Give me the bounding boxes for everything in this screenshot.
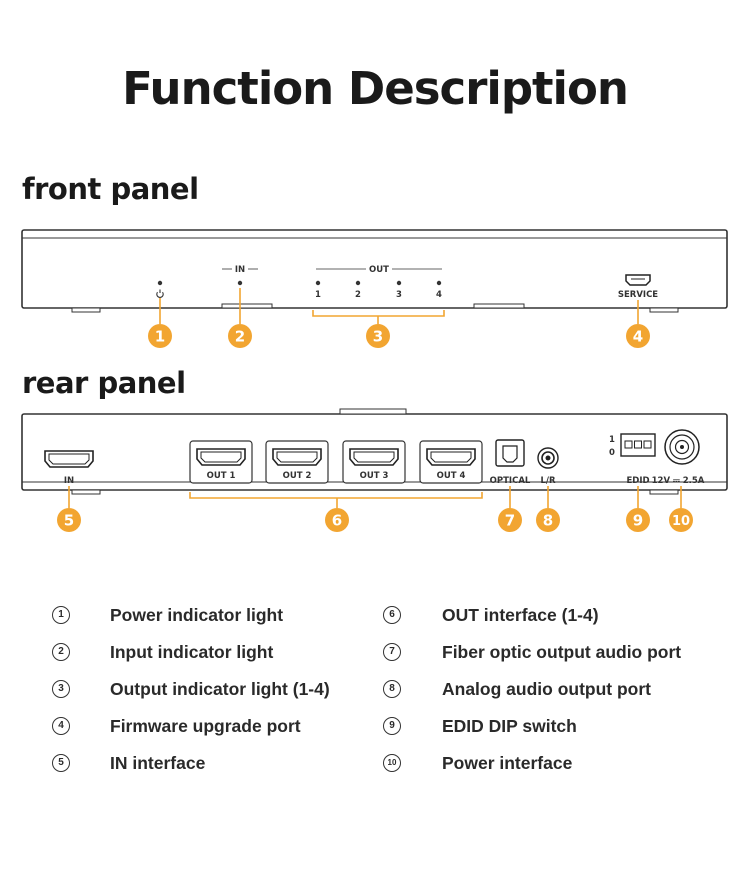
hdmi-out3-port <box>349 448 399 466</box>
rear-out3-label: OUT 3 <box>360 471 389 481</box>
legend-text: OUT interface (1-4) <box>442 604 599 625</box>
legend-text: Fiber optic output audio port <box>442 641 682 662</box>
front-panel: IN OUT 1 2 3 4 SERVICE <box>21 229 728 324</box>
svg-text:2: 2 <box>235 328 245 346</box>
legend-number: 10 <box>383 754 401 772</box>
svg-text:1: 1 <box>155 328 165 346</box>
power-label: 12V ⎓ 2.5A <box>652 476 705 486</box>
legend-item: 6 OUT interface (1-4) <box>383 605 599 625</box>
legend-text: Power interface <box>442 752 573 773</box>
lr-label: L/R <box>540 476 556 486</box>
rear-out4-label: OUT 4 <box>437 471 466 481</box>
legend-text: EDID DIP switch <box>442 715 577 736</box>
badge-5: 5 <box>57 508 81 532</box>
legend-item: 3 Output indicator light (1-4) <box>52 679 330 699</box>
hdmi-out2-port <box>272 448 322 466</box>
legend-item: 10 Power interface <box>383 753 572 773</box>
svg-text:8: 8 <box>543 512 553 530</box>
power-led <box>157 280 163 286</box>
badge-6: 6 <box>325 508 349 532</box>
front-panel-heading: front panel <box>22 172 199 206</box>
svg-text:10: 10 <box>672 514 690 529</box>
rear-out2-label: OUT 2 <box>283 471 312 481</box>
legend-item: 8 Analog audio output port <box>383 679 651 699</box>
legend-number: 2 <box>52 643 70 661</box>
edid-label: EDID <box>626 476 649 486</box>
legend-item: 1 Power indicator light <box>52 605 283 625</box>
legend-item: 2 Input indicator light <box>52 642 273 662</box>
legend-text: IN interface <box>110 752 206 773</box>
output-led-3 <box>396 280 402 286</box>
dc-power-port <box>664 429 700 465</box>
rear-in-label: IN <box>64 476 74 486</box>
legend-text: Firmware upgrade port <box>110 715 301 736</box>
optical-label: OPTICAL <box>490 476 531 486</box>
hdmi-in-port <box>44 450 94 468</box>
dip-1-label: 1 <box>609 435 615 445</box>
front-out4-label: 4 <box>436 290 442 300</box>
page-title: Function Description <box>122 62 629 115</box>
rear-panel-heading: rear panel <box>22 366 186 400</box>
legend-number: 4 <box>52 717 70 735</box>
front-in-label: IN <box>235 265 245 275</box>
svg-text:3: 3 <box>373 328 383 346</box>
output-led-2 <box>355 280 361 286</box>
front-out3-label: 3 <box>396 290 402 300</box>
dip-0-label: 0 <box>609 448 615 458</box>
badge-4: 4 <box>626 324 650 348</box>
legend-item: 9 EDID DIP switch <box>383 716 577 736</box>
optical-port <box>495 439 525 467</box>
legend-number: 6 <box>383 606 401 624</box>
output-led-4 <box>436 280 442 286</box>
svg-text:9: 9 <box>633 512 643 530</box>
badge-1: 1 <box>148 324 172 348</box>
legend-number: 5 <box>52 754 70 772</box>
badge-7: 7 <box>498 508 522 532</box>
panel-diagram: IN OUT 1 2 3 4 SERVICE 1 2 <box>21 229 728 532</box>
rear-out1-label: OUT 1 <box>207 471 236 481</box>
rear-panel: IN OUT 1 OUT 2 OUT 3 OUT 4 OPTICAL L/R 1… <box>21 408 728 508</box>
output-led-1 <box>315 280 321 286</box>
audio-jack <box>537 447 559 469</box>
legend-number: 8 <box>383 680 401 698</box>
front-out1-label: 1 <box>315 290 321 300</box>
front-out-label: OUT <box>369 265 389 275</box>
svg-text:5: 5 <box>64 512 74 530</box>
legend-number: 1 <box>52 606 70 624</box>
svg-text:7: 7 <box>505 512 515 530</box>
legend-item: 7 Fiber optic output audio port <box>383 642 681 662</box>
edid-dip-switch <box>620 433 656 457</box>
legend-number: 3 <box>52 680 70 698</box>
legend-number: 7 <box>383 643 401 661</box>
legend-text: Power indicator light <box>110 604 284 625</box>
badge-2: 2 <box>228 324 252 348</box>
service-label: SERVICE <box>618 290 658 300</box>
out-indicator-bracket <box>312 310 445 317</box>
legend-number: 9 <box>383 717 401 735</box>
legend-text: Output indicator light (1-4) <box>110 678 330 699</box>
svg-text:6: 6 <box>332 512 342 530</box>
micro-usb-port <box>625 274 651 286</box>
legend-text: Input indicator light <box>110 641 274 662</box>
legend-item: 5 IN interface <box>52 753 205 773</box>
badge-10: 10 <box>669 508 693 532</box>
badge-3: 3 <box>366 324 390 348</box>
badge-8: 8 <box>536 508 560 532</box>
svg-text:4: 4 <box>633 328 643 346</box>
badge-9: 9 <box>626 508 650 532</box>
hdmi-out1-port <box>196 448 246 466</box>
out-interface-bracket <box>189 492 483 499</box>
legend-item: 4 Firmware upgrade port <box>52 716 301 736</box>
hdmi-out4-port <box>426 448 476 466</box>
front-out2-label: 2 <box>355 290 361 300</box>
power-icon <box>156 289 164 298</box>
input-led <box>237 280 243 286</box>
legend-text: Analog audio output port <box>442 678 651 699</box>
